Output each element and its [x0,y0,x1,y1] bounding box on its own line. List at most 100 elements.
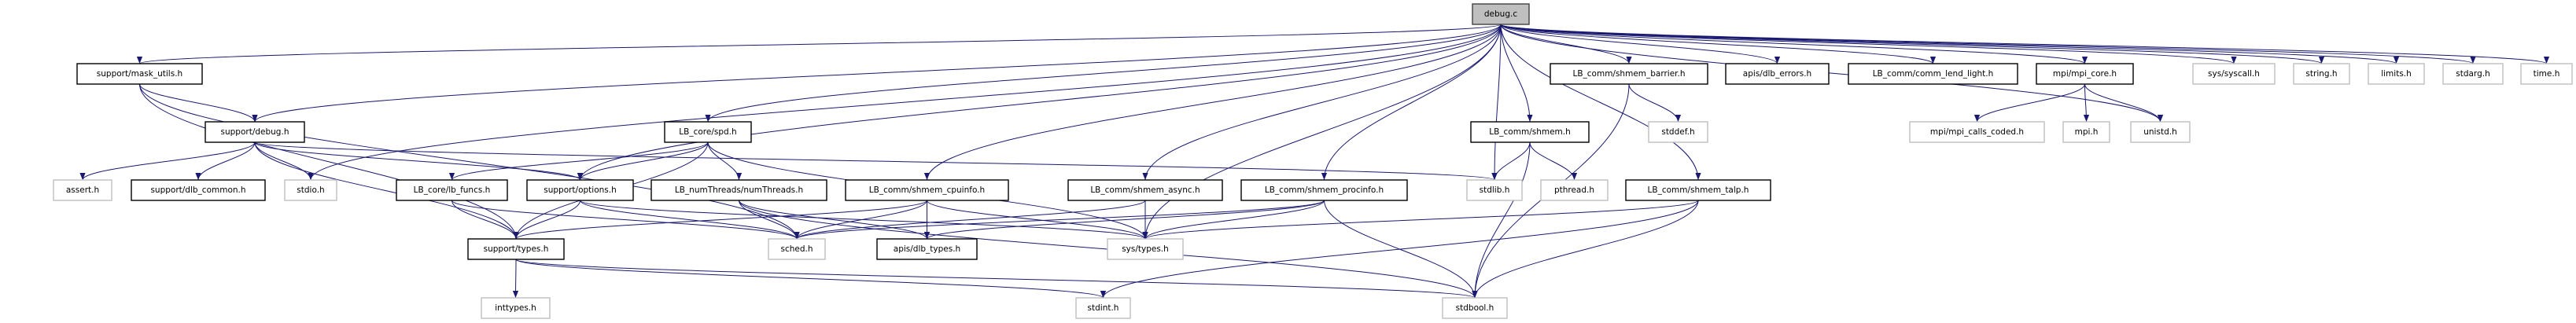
node-label: LB_comm/shmem.h [1489,127,1571,137]
edge-debug_c-to-sys_types [1142,24,1502,240]
node-dlb-types[interactable]: apis/dlb_types.h [876,238,978,260]
edge-debug_h-to-assert [79,141,256,181]
node-numThreads[interactable]: LB_numThreads/numThreads.h [650,179,827,201]
edge-shmem_cpuinfo-to-types [513,200,927,240]
node-box [481,297,551,319]
node-shmem-async[interactable]: LB_comm/shmem_async.h [1067,179,1223,201]
edge-debug_c-to-options [577,24,1502,181]
edge-debug_h-to-options [254,141,583,181]
edge-debug_c-to-spd [705,24,1502,123]
node-label: support/mask_utils.h [97,69,182,79]
node-box [876,238,978,260]
node-shmem[interactable]: LB_comm/shmem.h [1470,121,1590,143]
node-box [2293,63,2350,85]
node-box [284,179,337,201]
node-assert: assert.h [53,179,112,201]
node-label: stdio.h [297,185,324,195]
edge-spd-to-numThreads [707,141,743,181]
node-box [467,238,565,260]
edge-shmem_procinfo-to-sched [794,200,1325,240]
node-shmem-talp[interactable]: LB_comm/shmem_talp.h [1625,179,1771,201]
edge-mask_utils-to-debug_h [139,83,258,123]
edge-shmem_cpuinfo-to-sys_types [927,200,1148,240]
node-pthread: pthread.h [1540,179,1609,201]
edge-debug_h-to-stdlib [254,141,1497,181]
node-debug-c[interactable]: debug.c [1472,3,1530,25]
node-mpi-calls-coded: mpi/mpi_calls_coded.h [1909,121,2045,143]
node-box [205,121,305,143]
node-types[interactable]: support/types.h [467,238,565,260]
node-mpi-core[interactable]: mpi/mpi_core.h [2036,63,2134,85]
edge-debug_c-to-shmem_cpuinfo [923,24,1502,181]
node-time: time.h [2520,63,2573,85]
node-stddef: stddef.h [1648,121,1708,143]
node-box [396,179,508,201]
node-label: apis/dlb_types.h [894,244,960,254]
edge-mpi_core-to-mpi [2083,83,2090,123]
node-stdint: stdint.h [1075,297,1131,319]
node-unistd: unistd.h [2130,121,2191,143]
node-sys-types: sys/types.h [1107,238,1184,260]
node-stdbool: stdbool.h [1442,297,1508,319]
node-dlb-common[interactable]: support/dlb_common.h [131,179,266,201]
node-shmem-cpuinfo[interactable]: LB_comm/shmem_cpuinfo.h [845,179,1009,201]
node-box [1725,63,1830,85]
node-comm-lend-light[interactable]: LB_comm/comm_lend_light.h [1848,63,2018,85]
edge-shmem_talp-to-sys_types [1142,200,1699,240]
node-options[interactable]: support/options.h [526,179,634,201]
edge-shmem_talp-to-stdbool [1472,200,1699,299]
node-label: LB_core/lb_funcs.h [414,185,491,195]
node-label: string.h [2305,69,2337,79]
edge-mask_utils-to-sched [139,83,800,240]
node-shmem-procinfo[interactable]: LB_comm/shmem_procinfo.h [1240,179,1408,201]
node-label: LB_comm/shmem_barrier.h [1572,69,1685,79]
edge-debug_h-to-dlb_common [195,141,256,181]
edge-debug_c-to-syscall [1500,24,2237,64]
edge-shmem_procinfo-to-dlb_types [924,200,1325,240]
edge-shmem-to-pthread [1529,141,1578,181]
edge-shmem-to-stdlib [1491,141,1531,181]
edge-shmem_cpuinfo-to-sched [794,200,927,240]
node-box [1075,297,1131,319]
edge-options-to-sched [580,200,800,240]
node-dlb-errors[interactable]: apis/dlb_errors.h [1725,63,1830,85]
edge-shmem_barrier-to-stddef [1628,83,1682,123]
node-label: LB_comm/shmem_async.h [1090,185,1200,195]
node-sched: sched.h [768,238,826,260]
node-box [1648,121,1708,143]
edge-debug_c-to-time [1500,24,2549,64]
node-box [1470,121,1590,143]
node-label: assert.h [66,185,99,195]
node-label: LB_core/spd.h [679,127,736,137]
node-box [1107,238,1184,260]
edge-mask_utils-to-types [139,83,519,240]
edge-debug_h-to-types [254,141,519,240]
node-box [1472,3,1530,25]
edge-debug_c-to-debug_h [252,24,1502,123]
edge-debug_h-to-stdio [254,141,314,181]
node-shmem-barrier[interactable]: LB_comm/shmem_barrier.h [1550,63,1708,85]
node-label: mpi.h [2075,127,2099,137]
edge-debug_c-to-mpi_core [1500,24,2088,64]
node-label: apis/dlb_errors.h [1743,69,1811,79]
node-box [2442,63,2504,85]
node-label: sched.h [780,244,813,254]
node-lb-funcs[interactable]: LB_core/lb_funcs.h [396,179,508,201]
node-label: unistd.h [2143,127,2176,137]
node-label: support/debug.h [221,127,289,137]
edge-spd-to-lb_funcs [449,141,709,181]
node-string: string.h [2293,63,2350,85]
node-box [2036,63,2134,85]
node-box [1540,179,1609,201]
edge-debug_c-to-unistd [1500,24,2163,123]
node-box [2062,121,2110,143]
node-mask-utils[interactable]: support/mask_utils.h [76,63,203,85]
node-debug-h[interactable]: support/debug.h [205,121,305,143]
node-box [76,63,203,85]
node-label: inttypes.h [495,303,536,313]
node-spd[interactable]: LB_core/spd.h [664,121,752,143]
edge-lb_funcs-to-sched [451,200,800,240]
node-box [1067,179,1223,201]
node-label: stdarg.h [2456,69,2489,79]
